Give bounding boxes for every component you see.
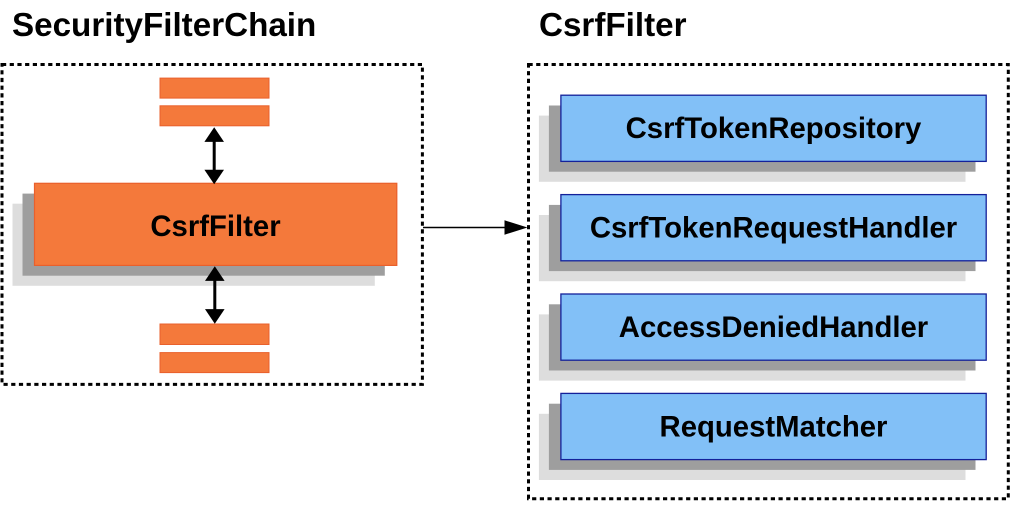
svg-text:CsrfFilter: CsrfFilter	[150, 210, 280, 243]
svg-text:CsrfTokenRepository: CsrfTokenRepository	[626, 112, 922, 145]
svg-text:SecurityFilterChain: SecurityFilterChain	[12, 7, 316, 44]
svg-text:CsrfTokenRequestHandler: CsrfTokenRequestHandler	[590, 212, 957, 245]
svg-text:CsrfFilter: CsrfFilter	[539, 7, 687, 44]
svg-text:AccessDeniedHandler: AccessDeniedHandler	[619, 311, 928, 344]
svg-text:RequestMatcher: RequestMatcher	[660, 410, 888, 443]
